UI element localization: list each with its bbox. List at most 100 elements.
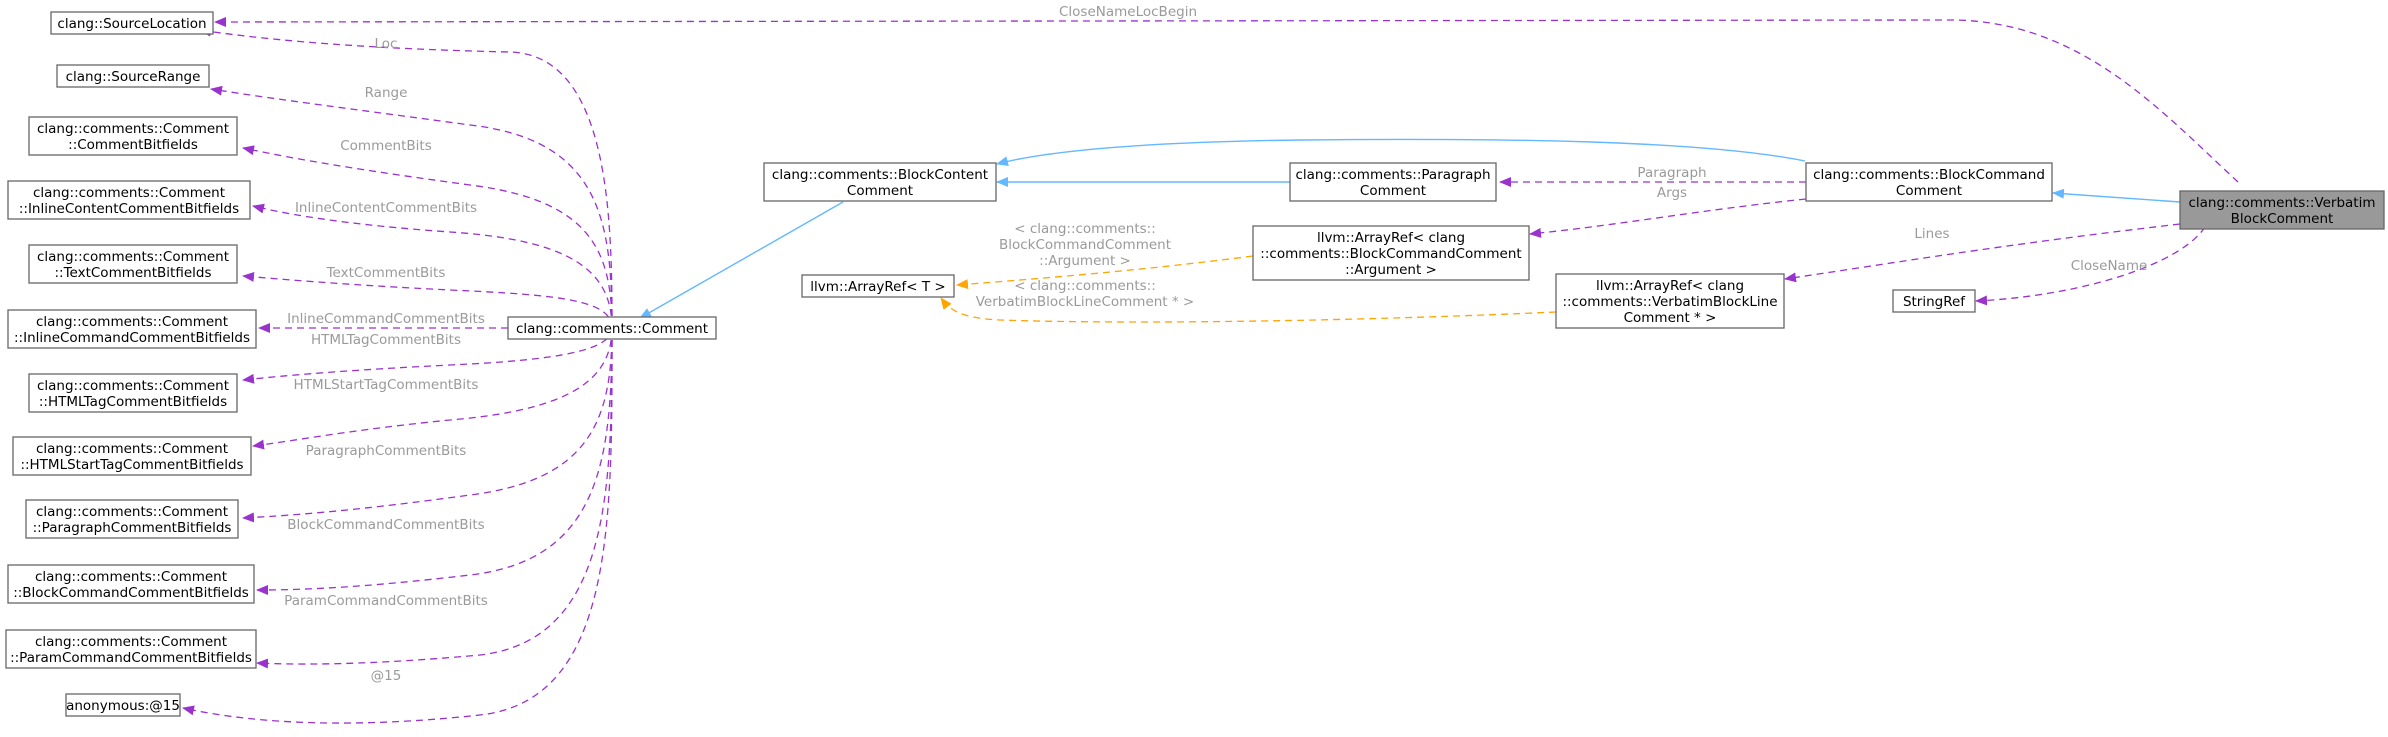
node-text-bitfields[interactable]: clang::comments::Comment::TextCommentBit… (28, 244, 238, 284)
edge-label-line: InlineContentCommentBits (295, 200, 477, 216)
paragraph-bitfields-label-line: ::ParagraphCommentBitfields (33, 520, 232, 536)
paragraph-bitfields-box (25, 499, 239, 539)
edge-label-line: HTMLStartTagCommentBits (294, 377, 479, 393)
inline-command-bitfields-label-line: ::InlineCommandCommentBitfields (14, 330, 250, 346)
arrayref-t-box (801, 274, 955, 298)
arrayref-argument-box (1252, 225, 1530, 281)
html-start-tag-bitfields-box (12, 436, 252, 476)
edge-label-line: CloseName (2071, 258, 2148, 274)
node-inline-content-bitfields[interactable]: clang::comments::Comment::InlineContentC… (7, 180, 251, 220)
arrayref-verbatim-line-label-line: Comment * > (1624, 310, 1717, 326)
edge-label-line: InlineCommandCommentBits (287, 311, 485, 327)
arrayref-verbatim-line-label-line: ::comments::VerbatimBlockLine (1562, 294, 1777, 310)
edge-inherit-blockcontent-comment (639, 201, 844, 319)
text-bitfields-label-line: ::TextCommentBitfields (54, 265, 211, 281)
string-ref-label-line: StringRef (1903, 294, 1966, 310)
edge-label-close-name: CloseName (2071, 258, 2148, 274)
block-command-comment-box (1805, 162, 2053, 202)
verbatim-block-comment-label-line: clang::comments::Verbatim (2188, 195, 2375, 211)
edge-label-line: CloseNameLocBegin (1059, 4, 1197, 20)
edge-label-paragraph-comment-bits: ParagraphCommentBits (306, 443, 467, 459)
arrayref-t-label-line: llvm::ArrayRef< T > (810, 279, 945, 295)
node-paragraph-bitfields[interactable]: clang::comments::Comment::ParagraphComme… (25, 499, 239, 539)
edge-label-block-command-comment-bits: BlockCommandCommentBits (287, 517, 484, 533)
node-source-range[interactable]: clang::SourceRange (56, 64, 210, 88)
edge-label-text-comment-bits: TextCommentBits (326, 265, 446, 281)
node-block-command-comment[interactable]: clang::comments::BlockCommandComment (1805, 162, 2053, 202)
edge-args (1529, 198, 1807, 238)
edge-lines (1784, 223, 2181, 283)
edge-label-template-verbatim-line: < clang::comments::VerbatimBlockLineComm… (976, 278, 1195, 310)
block-command-bitfields-box (7, 564, 255, 604)
inline-command-bitfields-label-line: clang::comments::Comment (36, 314, 228, 330)
edge-labels: CloseNameLocBegin Loc Range CommentBits … (284, 4, 2147, 684)
edge-template-argument (956, 255, 1254, 290)
anonymous15-label-line: anonymous:@15 (66, 698, 180, 714)
edge-label-line: Paragraph (1637, 165, 1706, 181)
edge-label-args: Args (1657, 185, 1687, 201)
arrayref-argument-label-line: ::Argument > (1345, 262, 1437, 278)
edge-label-line: Loc (375, 36, 398, 52)
node-html-start-tag-bitfields[interactable]: clang::comments::Comment::HTMLStartTagCo… (12, 436, 252, 476)
edge-text-comment-bits (242, 271, 613, 329)
edge-template-verbatim-line (940, 297, 1557, 323)
comment-bitfields-label-line: clang::comments::Comment (37, 121, 229, 137)
node-string-ref[interactable]: StringRef (1892, 289, 1976, 313)
node-block-command-bitfields[interactable]: clang::comments::Comment::BlockCommandCo… (7, 564, 255, 604)
node-comment-bitfields[interactable]: clang::comments::Comment::CommentBitfiel… (28, 116, 238, 156)
edge-label-range: Range (365, 85, 408, 101)
node-arrayref-t[interactable]: llvm::ArrayRef< T > (801, 274, 955, 298)
edge-label-html-tag-comment-bits: HTMLTagCommentBits (311, 332, 461, 348)
edge-label-inline-content-comment-bits: InlineContentCommentBits (295, 200, 477, 216)
paragraph-bitfields-label-line: clang::comments::Comment (36, 504, 228, 520)
node-arrayref-argument[interactable]: llvm::ArrayRef< clang::comments::BlockCo… (1252, 225, 1530, 281)
edge-label-line: ::Argument > (1039, 253, 1131, 269)
node-html-tag-bitfields[interactable]: clang::comments::Comment::HTMLTagComment… (28, 373, 238, 413)
node-anonymous15[interactable]: anonymous:@15 (65, 693, 181, 717)
inline-content-bitfields-box (7, 180, 251, 220)
block-content-comment-box (763, 162, 997, 202)
edge-label-line: @15 (371, 668, 402, 684)
edges (182, 16, 2239, 724)
edge-label-lines: Lines (1914, 226, 1949, 242)
inline-command-bitfields-box (7, 309, 257, 349)
arrayref-argument-label-line: ::comments::BlockCommandComment (1260, 246, 1521, 262)
edge-label-line: Lines (1914, 226, 1949, 242)
node-paragraph-comment[interactable]: clang::comments::ParagraphComment (1289, 162, 1497, 202)
comment-box (507, 316, 717, 340)
edge-label-close-name-loc-begin: CloseNameLocBegin (1059, 4, 1197, 20)
edge-label-line: ParamCommandCommentBits (284, 593, 488, 609)
edge-label-line: Range (365, 85, 408, 101)
edge-label-line: BlockCommandComment (999, 237, 1171, 253)
source-range-label-line: clang::SourceRange (66, 69, 201, 85)
inline-content-bitfields-label-line: clang::comments::Comment (33, 185, 225, 201)
source-location-box (50, 11, 214, 35)
node-source-location[interactable]: clang::SourceLocation (50, 11, 214, 35)
edge-label-at15: @15 (371, 668, 402, 684)
edge-label-line: VerbatimBlockLineComment * > (976, 294, 1195, 310)
arrayref-verbatim-line-label-line: llvm::ArrayRef< clang (1596, 278, 1744, 294)
edge-label-loc: Loc (375, 36, 398, 52)
html-start-tag-bitfields-label-line: ::HTMLStartTagCommentBitfields (20, 457, 243, 473)
node-comment[interactable]: clang::comments::Comment (507, 316, 717, 340)
verbatim-block-comment-box (2179, 190, 2385, 230)
paragraph-comment-box (1289, 162, 1497, 202)
node-inline-command-bitfields[interactable]: clang::comments::Comment::InlineCommandC… (7, 309, 257, 349)
block-command-comment-label-line: clang::comments::BlockCommand (1813, 167, 2045, 183)
edge-inherit-blockcommand-blockcontent (996, 138, 1806, 167)
edge-comment-bits (242, 145, 613, 329)
node-arrayref-verbatim-line[interactable]: llvm::ArrayRef< clang::comments::Verbati… (1555, 273, 1785, 329)
edge-label-inline-command-comment-bits: InlineCommandCommentBits (287, 311, 485, 327)
nodes: clang::SourceLocation clang::SourceRange… (5, 11, 2385, 717)
html-start-tag-bitfields-label-line: clang::comments::Comment (36, 441, 228, 457)
anonymous15-box (65, 693, 181, 717)
node-param-command-bitfields[interactable]: clang::comments::Comment::ParamCommandCo… (5, 629, 257, 669)
edge-paragraph-comment-bits (242, 327, 613, 523)
html-tag-bitfields-label-line: clang::comments::Comment (37, 378, 229, 394)
block-content-comment-label-line: clang::comments::BlockContent (772, 167, 988, 183)
html-tag-bitfields-box (28, 373, 238, 413)
edge-label-line: HTMLTagCommentBits (311, 332, 461, 348)
edge-label-line: TextCommentBits (326, 265, 446, 281)
